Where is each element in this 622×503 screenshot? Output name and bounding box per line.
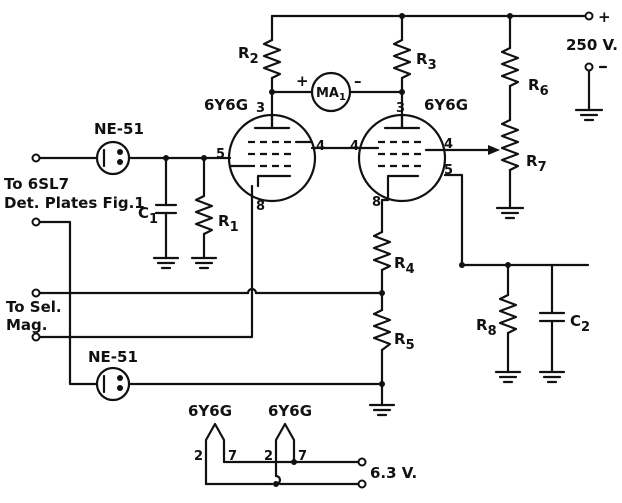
resistor-r8 <box>498 293 518 335</box>
capacitor-c2 <box>538 311 566 323</box>
input-label-line2: Det. Plates Fig.1 <box>4 194 145 212</box>
input-label-line1: To 6SL7 <box>4 175 69 193</box>
tube-right-label: 6Y6G <box>424 96 468 114</box>
selmag-terminal-top <box>31 288 41 298</box>
resistor-r1 <box>194 194 214 236</box>
r2-label: R2 <box>238 44 259 67</box>
selmag-label-line2: Mag. <box>6 316 47 334</box>
tube-left-pin4: 4 <box>316 139 325 154</box>
c2-label: C2 <box>570 312 590 335</box>
tube-right <box>342 113 447 203</box>
r4-label: R4 <box>394 254 415 277</box>
heater-pin-7a: 7 <box>228 449 237 464</box>
heater-filament-right <box>274 422 296 464</box>
r1-label: R1 <box>218 212 239 235</box>
heater-pin-2a: 2 <box>194 449 203 464</box>
ground-r1 <box>190 256 218 270</box>
r7-label: R7 <box>526 152 547 175</box>
resistor-r6 <box>500 46 520 88</box>
heater-terminal-top <box>357 457 367 467</box>
resistor-r4 <box>372 230 392 272</box>
tube-left-label: 6Y6G <box>204 96 248 114</box>
tube-right-pin8: 8 <box>372 195 381 210</box>
c1-label: C1 <box>138 204 158 227</box>
input-terminal-2 <box>31 217 41 227</box>
ground-r8 <box>494 370 522 384</box>
selmag-terminal-bottom <box>31 332 41 342</box>
neon-bottom-label: NE-51 <box>88 348 138 366</box>
ground-r7 <box>495 206 525 220</box>
heater-tube-right-label: 6Y6G <box>268 402 312 420</box>
neon-lamp-bottom <box>95 366 131 402</box>
tube-right-pin3: 3 <box>396 101 405 116</box>
heater-tube-left-label: 6Y6G <box>188 402 232 420</box>
selmag-label-line1: To Sel. <box>6 298 62 316</box>
heater-voltage-label: 6.3 V. <box>370 464 417 482</box>
supply-plus-label: + <box>598 8 611 26</box>
ground-c2 <box>538 370 566 384</box>
potentiometer-r7 <box>500 118 520 172</box>
meter-plus-label: + <box>296 72 309 90</box>
resistor-r2 <box>262 38 282 80</box>
input-terminal <box>31 153 41 163</box>
supply-voltage-label: 250 V. <box>566 36 618 54</box>
tube-right-pin4a: 4 <box>350 139 359 154</box>
neon-lamp-top <box>95 140 131 176</box>
r3-label: R3 <box>416 50 437 73</box>
milliammeter-ma1 <box>310 71 352 113</box>
r8-label: R8 <box>476 316 497 339</box>
tube-left-pin3: 3 <box>256 101 265 116</box>
supply-minus-ground <box>574 62 608 122</box>
capacitor-c1 <box>154 203 178 215</box>
heater-pin-2b: 2 <box>264 449 273 464</box>
r5-label: R5 <box>394 330 415 353</box>
meter-label: MA1 <box>316 86 346 103</box>
supply-rail <box>270 11 594 50</box>
resistor-r5 <box>372 308 392 352</box>
tube-left-pin8: 8 <box>256 199 265 214</box>
resistor-r3 <box>392 38 412 80</box>
tube-left-pin5: 5 <box>216 147 225 162</box>
r6-label: R6 <box>528 76 549 99</box>
heater-filament-left <box>204 422 226 486</box>
meter-minus-label: – <box>354 72 362 90</box>
wiper-arrow <box>488 145 500 155</box>
heater-terminal-bottom <box>357 479 367 489</box>
tube-left <box>227 113 317 203</box>
tube-right-pin5: 5 <box>444 163 453 178</box>
heater-pin-7b: 7 <box>298 449 307 464</box>
neon-top-label: NE-51 <box>94 120 144 138</box>
ground-r5 <box>368 403 396 417</box>
ground-c1 <box>152 256 180 270</box>
tube-right-pin4b: 4 <box>444 137 453 152</box>
